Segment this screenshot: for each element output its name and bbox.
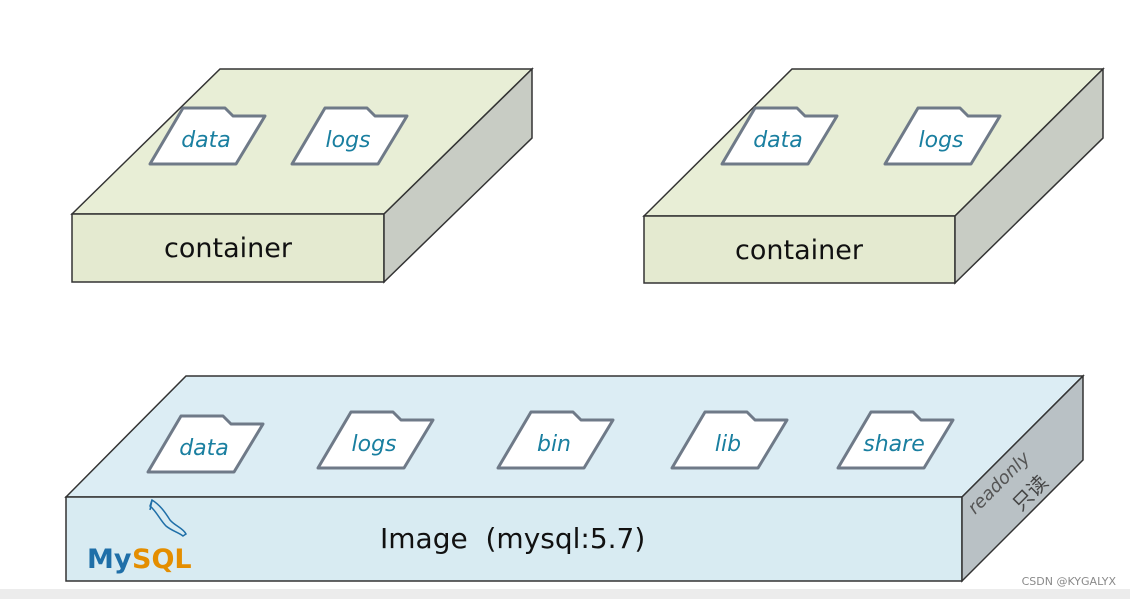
footer-bar bbox=[0, 589, 1130, 599]
folder-icon: logs bbox=[883, 106, 1002, 166]
folder-icon: data bbox=[720, 106, 839, 166]
mysql-logo-my: My bbox=[87, 544, 132, 575]
container-label-2: container bbox=[735, 235, 864, 266]
folder-label: share bbox=[863, 432, 924, 457]
container-label-1: container bbox=[164, 233, 293, 264]
folder-label: lib bbox=[715, 432, 741, 457]
folder-icon: lib bbox=[670, 410, 789, 470]
folder-label: bin bbox=[537, 432, 571, 457]
folder-label: logs bbox=[919, 128, 964, 153]
folder-label: logs bbox=[352, 432, 397, 457]
container-block-2: container data logs bbox=[642, 67, 1105, 285]
image-block: Image (mysql:5.7) data logs bin lib shar… bbox=[64, 374, 1085, 583]
folder-icon: bin bbox=[496, 410, 615, 470]
folder-icon: data bbox=[146, 414, 265, 474]
folder-icon: share bbox=[836, 410, 955, 470]
mysql-dolphin-icon bbox=[149, 498, 187, 537]
mysql-logo-sql: SQL bbox=[132, 544, 192, 575]
folder-icon: logs bbox=[316, 410, 435, 470]
mysql-logo: My SQL bbox=[87, 498, 192, 575]
folder-icon: data bbox=[148, 106, 267, 166]
folder-label: data bbox=[181, 128, 231, 153]
folder-icon: logs bbox=[290, 106, 409, 166]
watermark: CSDN @KYGALYX bbox=[1021, 575, 1116, 588]
folder-label: logs bbox=[326, 128, 371, 153]
image-label: Image (mysql:5.7) bbox=[380, 522, 645, 555]
container-block-1: container data logs bbox=[70, 67, 534, 284]
folder-label: data bbox=[179, 436, 229, 461]
folder-label: data bbox=[753, 128, 803, 153]
